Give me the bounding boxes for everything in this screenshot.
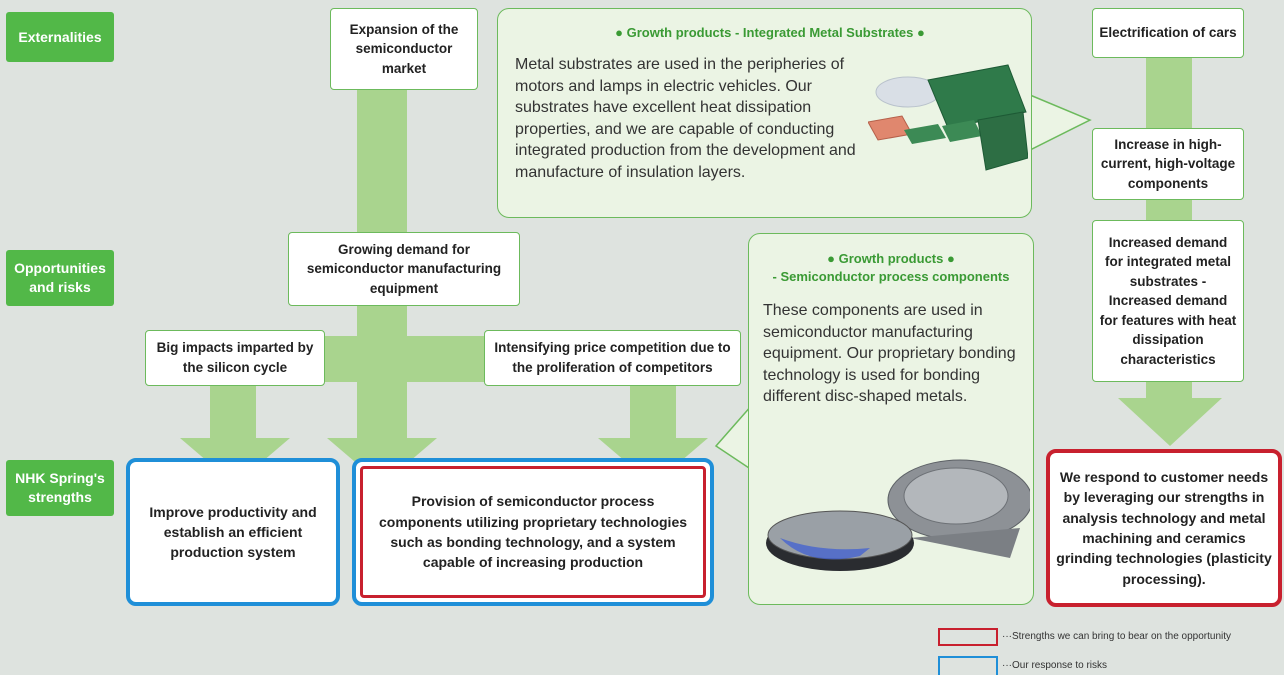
callout-pointer-components bbox=[714, 403, 753, 472]
legend-blue-text: ···Our response to risks bbox=[1002, 660, 1108, 671]
box-increased-demand: Increased demand for integrated metal su… bbox=[1092, 220, 1244, 382]
callout-pointer-substrates bbox=[1029, 93, 1092, 152]
arrow-trunk-right-top bbox=[1146, 55, 1192, 131]
process-components-image bbox=[766, 459, 1030, 571]
box-price-competition: Intensifying price competition due to th… bbox=[484, 330, 741, 386]
arrow-stem-left bbox=[210, 382, 256, 440]
legend-blue-swatch bbox=[938, 656, 998, 675]
panel-process-components-body: These components are used in semiconduct… bbox=[763, 302, 1016, 406]
box-high-current: Increase in high-current, high-voltage c… bbox=[1092, 128, 1244, 200]
strength-provision: Provision of semiconductor process compo… bbox=[360, 466, 706, 598]
arrow-stem-right bbox=[630, 382, 676, 440]
panel-process-components-title-1: ● Growth products ● bbox=[827, 251, 955, 266]
panel-process-components-title-2: - Semiconductor process components bbox=[772, 269, 1010, 284]
label-strengths: NHK Spring's strengths bbox=[6, 460, 114, 516]
legend-red-swatch bbox=[938, 628, 998, 646]
box-silicon-cycle: Big impacts imparted by the silicon cycl… bbox=[145, 330, 325, 386]
strength-customer-needs: We respond to customer needs by leveragi… bbox=[1046, 449, 1282, 607]
panel-metal-substrates-title: ● Growth products - Integrated Metal Sub… bbox=[615, 25, 925, 40]
legend-red-text: ···Strengths we can bring to bear on the… bbox=[1002, 631, 1232, 642]
box-electrification: Electrification of cars bbox=[1092, 8, 1244, 58]
arrow-head-right-col bbox=[1118, 398, 1222, 446]
arrow-trunk-market bbox=[357, 90, 407, 232]
box-semiconductor-market: Expansion of the semiconductor market bbox=[330, 8, 478, 90]
panel-metal-substrates-body: Metal substrates are used in the periphe… bbox=[515, 56, 856, 181]
arrow-trunk-right-bottom bbox=[1146, 380, 1192, 400]
metal-substrates-image bbox=[868, 64, 1028, 171]
label-opportunities-risks: Opportunities and risks bbox=[6, 250, 114, 306]
strength-productivity: Improve productivity and establish an ef… bbox=[126, 458, 340, 606]
box-growing-demand: Growing demand for semiconductor manufac… bbox=[288, 232, 520, 306]
label-externalities: Externalities bbox=[6, 12, 114, 62]
